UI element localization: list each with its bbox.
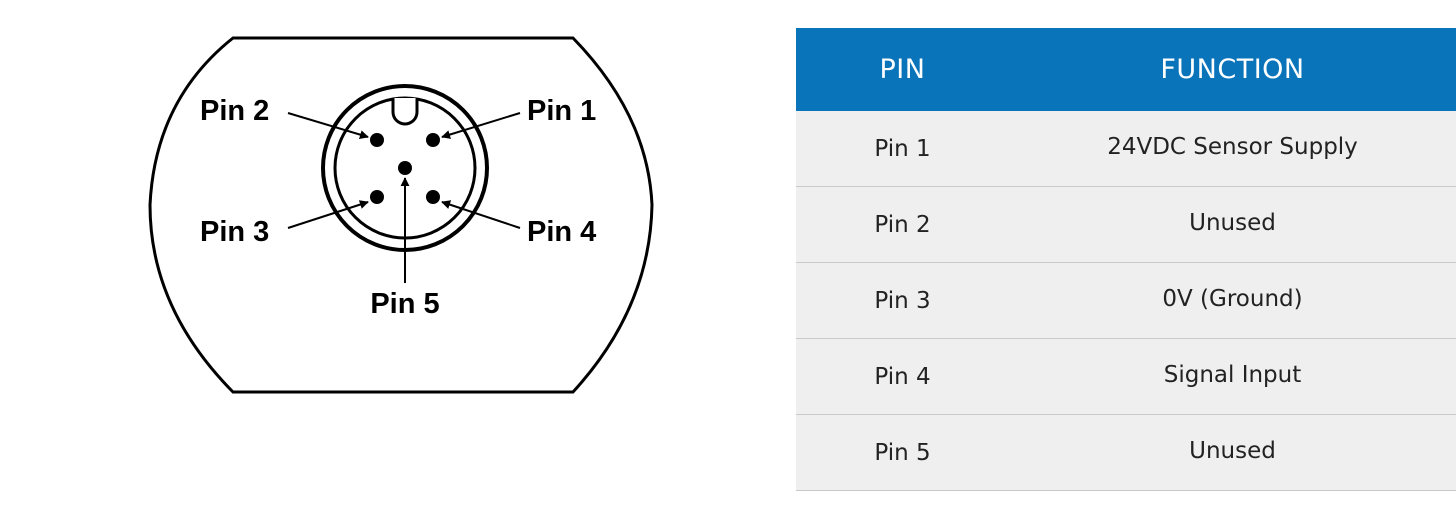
table-row: Pin 5 Unused (796, 414, 1456, 491)
pin-cell: Pin 2 (796, 186, 1009, 263)
connector-housing-outline (148, 36, 654, 394)
pin-contact-5 (398, 161, 412, 175)
pin-cell: Pin 3 (796, 262, 1009, 339)
pin-contact-4 (426, 190, 440, 204)
pin-2-leader-arrow (287, 112, 369, 139)
pin-cell: Pin 4 (796, 338, 1009, 415)
function-cell: 0V (Ground) (1009, 262, 1456, 339)
pin-5-label: Pin 5 (370, 288, 439, 320)
table-row: Pin 4 Signal Input (796, 338, 1456, 415)
pin-cell: Pin 1 (796, 111, 1009, 187)
pin-2-label: Pin 2 (200, 95, 269, 127)
function-cell: Unused (1009, 414, 1456, 491)
table-row: Pin 3 0V (Ground) (796, 262, 1456, 339)
pin-1-leader-arrow (441, 112, 521, 139)
table-header-row: PIN FUNCTION (796, 28, 1456, 111)
connector-pinout-diagram: Pin 1 Pin 2 Pin 3 Pin 4 Pin 5 (148, 36, 654, 394)
pin-column-header: PIN (796, 28, 1009, 111)
function-cell: Unused (1009, 186, 1456, 263)
pin-1-label: Pin 1 (527, 95, 596, 127)
connector-key-notch (391, 98, 419, 126)
pin-contact-1 (426, 133, 440, 147)
pin-contact-2 (370, 133, 384, 147)
function-cell: Signal Input (1009, 338, 1456, 415)
pin-3-label: Pin 3 (200, 216, 269, 248)
pin-4-leader-arrow (441, 200, 521, 229)
function-column-header: FUNCTION (1009, 28, 1456, 111)
table-row: Pin 2 Unused (796, 186, 1456, 263)
pin-contact-3 (370, 190, 384, 204)
table-row: Pin 1 24VDC Sensor Supply (796, 111, 1456, 187)
function-cell: 24VDC Sensor Supply (1009, 111, 1456, 187)
pin-3-leader-arrow (287, 200, 369, 229)
pin-function-table: PIN FUNCTION Pin 1 24VDC Sensor Supply P… (796, 28, 1456, 491)
pin-cell: Pin 5 (796, 414, 1009, 491)
pin-4-label: Pin 4 (527, 216, 596, 248)
